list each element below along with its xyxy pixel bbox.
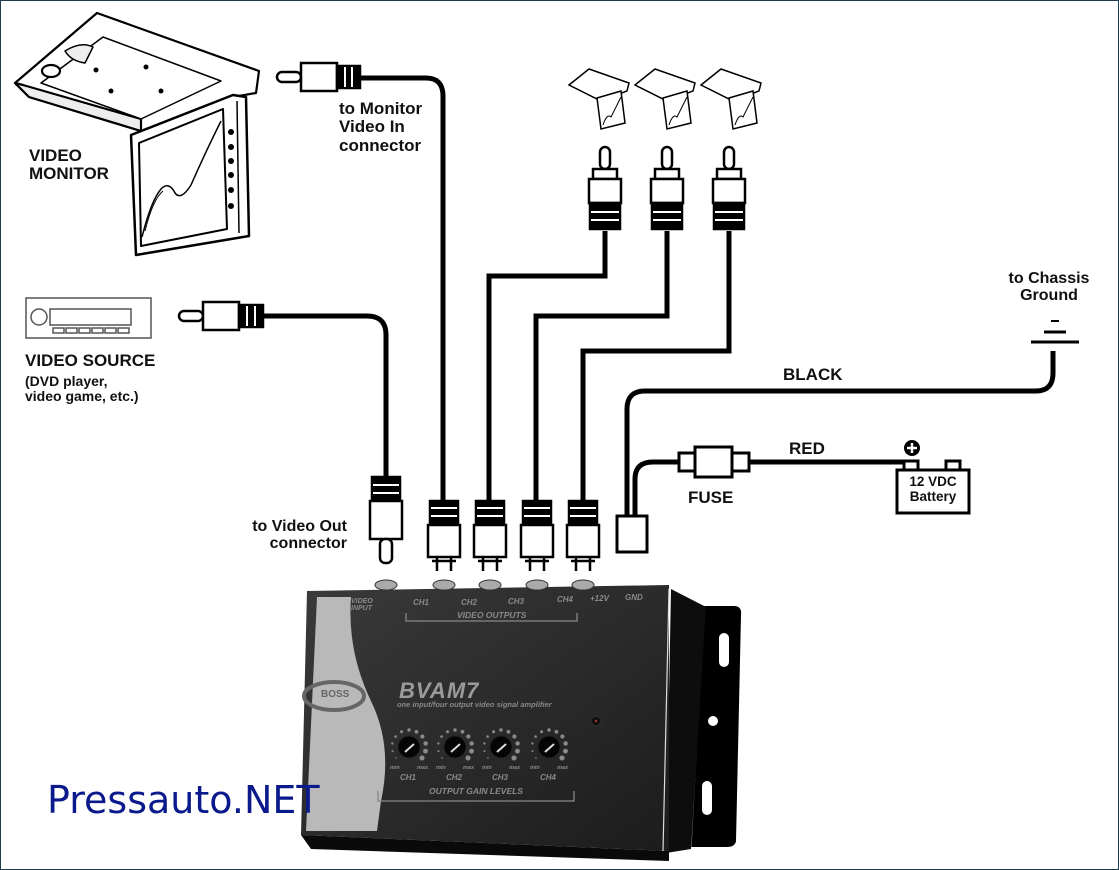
rca-plug-top <box>649 145 685 231</box>
cable-monitor <box>360 75 446 501</box>
label-line: Battery <box>909 488 957 504</box>
gain-knobs <box>391 728 568 761</box>
cable-source <box>263 313 389 477</box>
knob-max-label: max <box>463 765 475 771</box>
device-tagline: one input/four output video signal ampli… <box>397 700 552 709</box>
label-line: VIDEO <box>351 598 373 605</box>
gain-knob-ch3[interactable] <box>483 728 520 761</box>
black-wire-label: BLACK <box>783 365 843 384</box>
rca-plug-input <box>368 475 404 565</box>
extra-monitors <box>567 68 762 130</box>
knob-min-label: min <box>482 765 492 771</box>
rca-plug-monitor <box>275 61 362 93</box>
label-line: to Video Out <box>252 518 347 535</box>
device-gnd-label: GND <box>625 593 643 602</box>
knob-min-label: min <box>390 765 400 771</box>
amplifier-device <box>301 579 742 861</box>
rca-plug-top <box>587 145 623 231</box>
knob-channel-label: CH3 <box>492 773 509 782</box>
knob-channel-label: CH2 <box>446 773 463 782</box>
label-line: to Chassis <box>1008 270 1090 287</box>
to-chassis-label: to Chassis Ground <box>991 270 1107 305</box>
label-line: Video In <box>339 117 405 137</box>
gain-knob-ch1[interactable] <box>391 728 428 761</box>
video-source-illustration <box>25 297 152 339</box>
knob-max-label: max <box>417 765 429 771</box>
device-ch1-label: CH1 <box>413 598 430 607</box>
label-line: VIDEO <box>29 146 82 165</box>
device-ch2-label: CH2 <box>461 598 478 607</box>
knob-channel-label: CH4 <box>540 773 557 782</box>
power-connector <box>615 514 649 554</box>
device-outputs-group-label: VIDEO OUTPUTS <box>457 610 527 620</box>
knob-min-label: min <box>436 765 446 771</box>
label-line: Ground <box>1020 287 1078 305</box>
device-gain-group-label: OUTPUT GAIN LEVELS <box>429 786 523 796</box>
video-source-label: VIDEO SOURCE <box>25 351 156 370</box>
label-line: video game, etc.) <box>25 388 139 405</box>
rca-plug-ch3 <box>519 499 555 571</box>
knob-min-label: min <box>530 765 540 771</box>
cable-ch3 <box>533 231 670 501</box>
battery-icon <box>895 440 971 515</box>
label-line: to Monitor <box>339 99 423 118</box>
knob-max-label: max <box>557 765 569 771</box>
rca-plug-ch2 <box>472 499 508 571</box>
wire-red <box>632 459 679 516</box>
knob-max-label: max <box>509 765 521 771</box>
watermark: Pressauto.NET <box>47 778 320 822</box>
label-line: (DVD player, <box>25 373 108 389</box>
knob-channel-label: CH1 <box>400 773 417 782</box>
label-line: connector <box>339 135 422 155</box>
small-monitor-3 <box>699 68 762 130</box>
wire-black <box>624 351 1056 516</box>
gain-knob-ch2[interactable] <box>437 728 474 761</box>
video-monitor-illustration <box>13 11 261 257</box>
fuse-label: FUSE <box>688 488 734 507</box>
battery-label: 12 VDC Battery <box>897 474 969 504</box>
label-line: connector <box>269 535 347 553</box>
label-line: 12 VDC <box>909 474 957 489</box>
device-ch3-label: CH3 <box>508 597 525 606</box>
chassis-ground-icon <box>1031 320 1079 344</box>
rca-plugs-bottom <box>426 499 601 571</box>
small-monitor-2 <box>633 68 696 130</box>
red-wire-label: RED <box>789 439 825 458</box>
rca-plugs-top <box>587 145 747 231</box>
label-line: MONITOR <box>29 164 109 184</box>
device-12v-label: +12V <box>590 594 609 603</box>
output-cables <box>486 231 732 501</box>
rca-plug-ch4 <box>565 499 601 571</box>
cable-ch4 <box>580 231 732 501</box>
video-source-sub-label: (DVD player, video game, etc.) <box>25 373 139 405</box>
small-monitor-1 <box>567 68 630 130</box>
rca-plug-top <box>711 145 747 231</box>
device-brand-logo: BOSS <box>321 689 350 700</box>
gain-knob-ch4[interactable] <box>531 728 568 761</box>
device-input-label: VIDEO INPUT <box>351 598 373 612</box>
video-monitor-label: VIDEO MONITOR <box>29 146 109 184</box>
fuse-icon <box>677 445 751 479</box>
device-ch4-label: CH4 <box>557 595 574 604</box>
to-monitor-label: to Monitor Video In connector <box>339 99 423 155</box>
rca-plug-ch1 <box>426 499 462 571</box>
rca-plug-source <box>177 300 265 332</box>
label-line: INPUT <box>351 605 372 612</box>
device-model-label: BVAM7 <box>399 678 480 703</box>
to-video-out-label: to Video Out connector <box>223 518 347 553</box>
cable-ch2 <box>486 231 608 501</box>
